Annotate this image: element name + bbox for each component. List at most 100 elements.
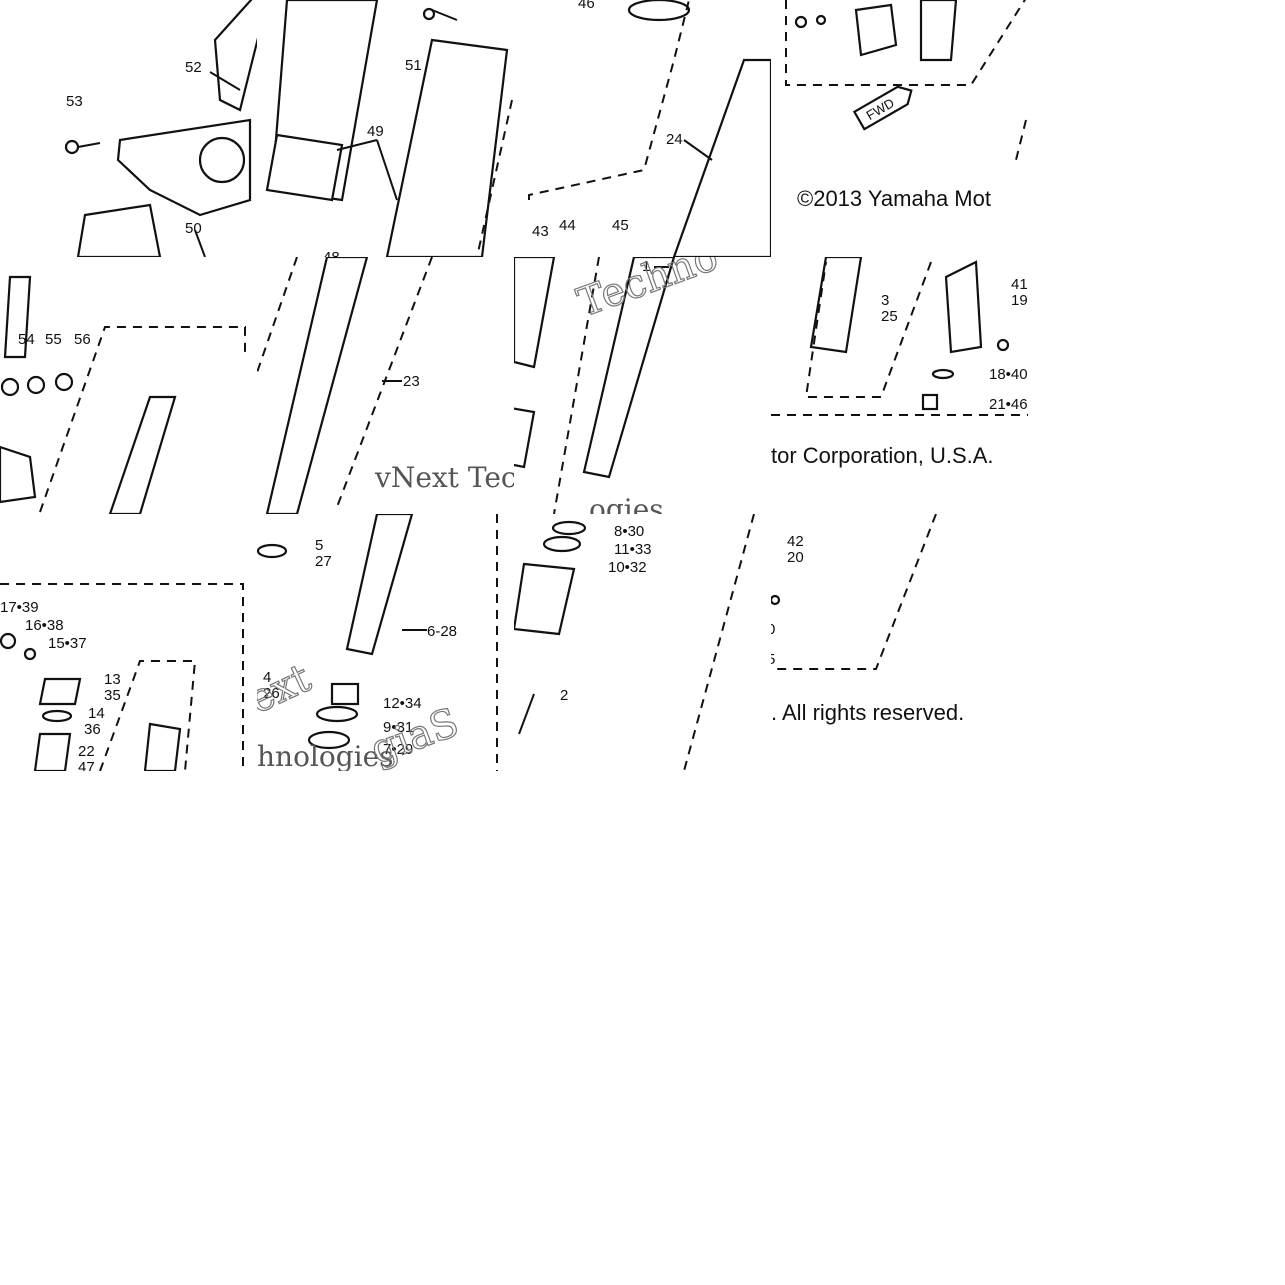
part-label: 5: [315, 537, 323, 554]
fork-boot-49b: [385, 38, 509, 257]
part-label: 44: [559, 217, 576, 234]
part-label: 15•37: [48, 635, 87, 652]
diagram-tile-spring: 1 Techno ogies: [514, 257, 771, 514]
part-label: 0: [771, 621, 775, 638]
part-label: 17•39: [0, 599, 39, 616]
holder-block: [854, 3, 898, 57]
nut: [794, 15, 808, 29]
part-label: 21•46: [989, 396, 1028, 413]
part-label: 4: [263, 669, 271, 686]
part-label: 51: [405, 57, 422, 74]
part-label: 12•34: [383, 695, 422, 712]
damper-rod-6: [345, 514, 414, 656]
part-label: 8•30: [614, 523, 644, 540]
spacer-22: [33, 732, 72, 771]
copyright-text-2: tor Corporation, U.S.A.: [771, 443, 994, 468]
part-label: 2: [560, 687, 568, 704]
part-label: 19: [1011, 292, 1028, 309]
part-label: 18•40: [989, 366, 1028, 383]
ring-46: [627, 0, 691, 22]
part-label: 23: [403, 373, 420, 390]
inner-tube-1: [582, 257, 676, 479]
nut-54: [0, 377, 20, 397]
part-label: 5: [771, 651, 775, 668]
washer-18: [931, 368, 955, 380]
spring-upper: [143, 722, 182, 771]
part-label: 41: [1011, 276, 1028, 293]
diagram-tile-tube-23: 23 vNext Tec: [257, 257, 514, 514]
bolt-head-53: [64, 139, 80, 155]
washer-16: [23, 647, 37, 661]
steering-shaft: [213, 0, 257, 112]
air-valve-17: [0, 632, 17, 650]
part-label: 16•38: [25, 617, 64, 634]
diagram-tile-steering-bracket: 53 52 50: [0, 0, 257, 257]
washer: [815, 14, 827, 26]
part-label: 25: [881, 308, 898, 325]
fork-boot-left: [76, 203, 162, 257]
part-label: 53: [66, 93, 83, 110]
bolt-21: [921, 393, 939, 411]
part-label: 27: [315, 553, 332, 570]
fwd-arrow-badge: FWD: [852, 85, 913, 131]
part-label: 46: [578, 0, 595, 12]
diagram-tile-inner-tube: 46 24 43 44 45: [514, 0, 771, 257]
o-ring-14: [41, 709, 73, 723]
spring-coil: [514, 407, 536, 469]
diagram-tile-damper-rod: 5 27 6-28 4 26 12•34 9•31 7•29 hnologies…: [257, 514, 514, 771]
diagram-tile-cap-bolts: 17•39 16•38 15•37 13 35 14 36 22 47: [0, 514, 257, 771]
tube-left: [108, 395, 177, 514]
part-label: 9•31: [383, 719, 413, 736]
watermark-text: ogies: [589, 493, 664, 514]
inner-tube-23: [265, 257, 369, 514]
part-label: 36: [84, 721, 101, 738]
copyright-text-3: . All rights reserved.: [771, 700, 964, 725]
part-label: 20: [787, 549, 804, 566]
part-label: 22: [78, 743, 95, 760]
diagram-tile-fork-boots: 51 49 48: [257, 0, 514, 257]
part-label: 49: [367, 123, 384, 140]
part-label: 11•33: [614, 541, 652, 558]
part-label: 6-28: [427, 623, 457, 640]
part-label: 35: [104, 687, 121, 704]
part-label: 1: [642, 258, 650, 275]
part-label: 50: [185, 220, 202, 237]
part-label: 45: [612, 217, 629, 234]
bushing-12: [330, 682, 360, 706]
bolt-51: [422, 7, 436, 21]
seal-5: [257, 543, 288, 559]
steering-stem: [3, 275, 32, 359]
clip-8: [551, 520, 587, 536]
part-label: 3: [881, 292, 889, 309]
part-label: 48: [323, 249, 340, 257]
cap-bolt-13: [38, 677, 82, 706]
copyright-text-1: ©2013 Yamaha Mot: [797, 186, 991, 211]
part-label: 56: [74, 331, 91, 348]
part-label: 10•32: [608, 559, 647, 576]
part-label: 42: [787, 533, 804, 550]
seal-11: [542, 535, 582, 553]
part-label: 47: [78, 759, 95, 771]
bolt-20: [771, 594, 781, 606]
diagram-tile-nuts: 54 55 56: [0, 257, 257, 514]
nut-55: [26, 375, 46, 395]
damper-rod-top: [514, 257, 556, 369]
watermark-text: vNext Tec: [374, 461, 514, 494]
diagram-tile-oil-seal: 8•30 11•33 10•32 2: [514, 514, 771, 771]
bracket-edge: [0, 445, 37, 504]
nut-56: [54, 372, 74, 392]
outer-tube-2: [514, 562, 576, 636]
diagram-tile-lower-fork: 3 25 41 19 18•40 21•46 tor Corporation, …: [771, 257, 1028, 514]
part-label: 43: [532, 223, 549, 240]
watermark-text: hnologies: [257, 740, 394, 771]
part-label: 24: [666, 131, 683, 148]
part-label: 7•29: [383, 741, 413, 758]
upper-bracket-part: [919, 0, 958, 62]
bracket-boss: [198, 136, 246, 184]
part-label: 54: [18, 331, 35, 348]
part-label: 13: [104, 671, 121, 688]
part-label: 55: [45, 331, 62, 348]
inner-tube-24: [672, 58, 771, 257]
part-label: 14: [88, 705, 105, 722]
